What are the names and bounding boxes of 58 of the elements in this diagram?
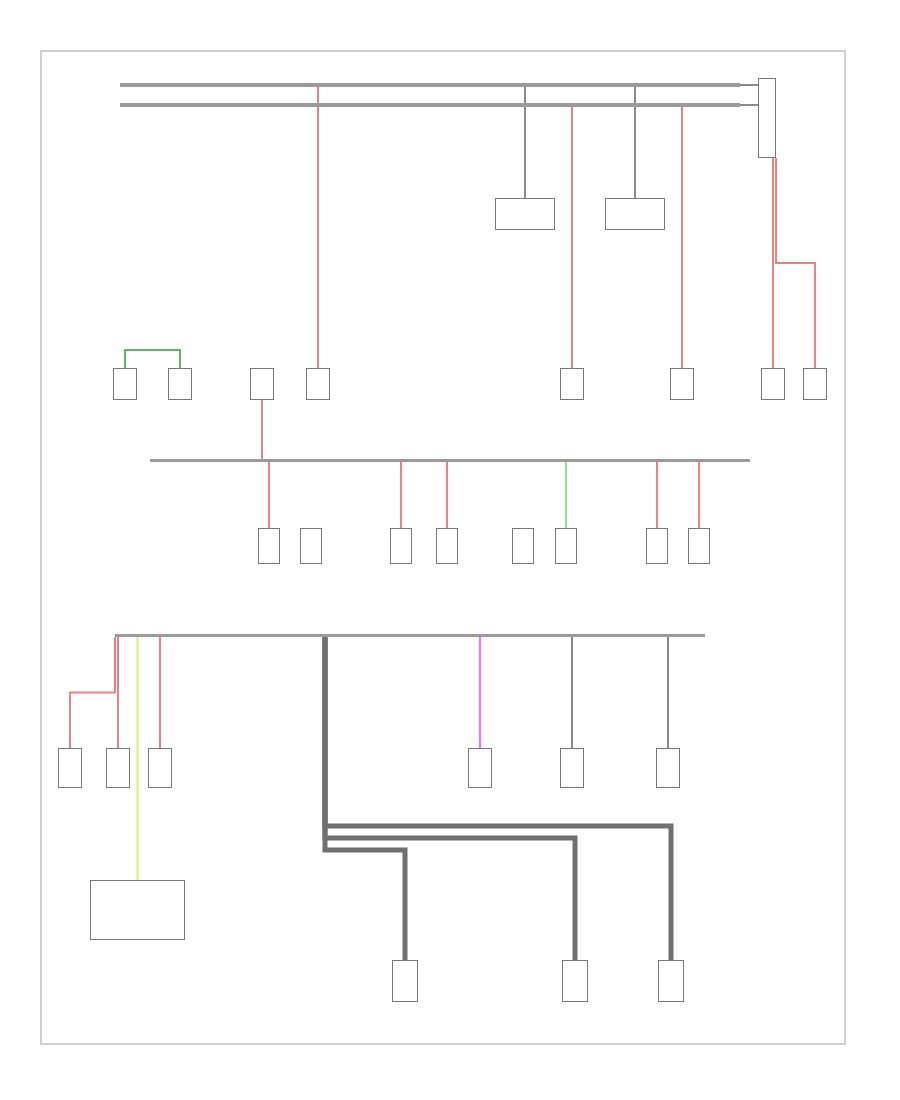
wire [571, 106, 573, 369]
component-box [658, 960, 684, 1002]
component-box [560, 368, 584, 400]
component-box [560, 748, 584, 788]
wire [268, 461, 270, 529]
wire [117, 636, 119, 749]
component-box [390, 528, 412, 564]
component-box [258, 528, 280, 564]
wire [681, 106, 683, 369]
wire [667, 636, 669, 749]
bus-bar [115, 634, 705, 637]
wire [317, 86, 319, 369]
component-box [392, 960, 418, 1002]
component-box [656, 748, 680, 788]
wire [775, 157, 816, 369]
wire [634, 86, 636, 199]
component-box [58, 748, 82, 788]
wire [69, 636, 116, 749]
component-box [555, 528, 577, 564]
wire [446, 461, 448, 529]
component-box [512, 528, 534, 564]
component-box [646, 528, 668, 564]
bus-bar [120, 83, 740, 87]
component-box [250, 368, 274, 400]
component-box [106, 748, 130, 788]
wire [698, 461, 700, 529]
wire [772, 157, 774, 369]
wire [524, 86, 526, 199]
component-box [758, 78, 776, 158]
component-box [670, 368, 694, 400]
component-box [468, 748, 492, 788]
component-box [761, 368, 785, 400]
component-box [688, 528, 710, 564]
component-box [306, 368, 330, 400]
bus-bar [150, 459, 750, 462]
component-box [436, 528, 458, 564]
bus-bar [120, 103, 740, 107]
component-box [90, 880, 185, 940]
wire [571, 636, 573, 749]
wire [124, 349, 181, 369]
component-box [562, 960, 588, 1002]
wire [159, 636, 161, 749]
wire [565, 461, 567, 529]
wire [322, 637, 674, 960]
component-box [168, 368, 192, 400]
component-box [148, 748, 172, 788]
wire [400, 461, 402, 529]
wire [261, 399, 263, 460]
wire [479, 636, 481, 749]
wire [739, 84, 759, 86]
component-box [300, 528, 322, 564]
wire [136, 636, 139, 881]
component-box [803, 368, 827, 400]
wire [656, 461, 658, 529]
component-box [605, 198, 665, 230]
component-box [113, 368, 137, 400]
wire [739, 104, 759, 106]
component-box [495, 198, 555, 230]
